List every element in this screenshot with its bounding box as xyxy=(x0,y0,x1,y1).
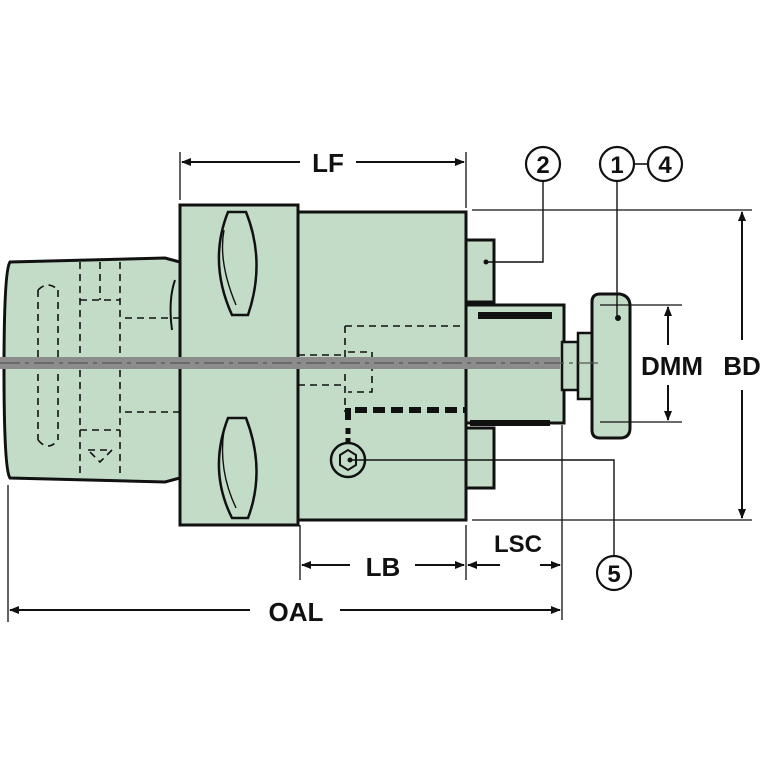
dimension-lines xyxy=(9,158,746,614)
extension-lines xyxy=(7,152,752,622)
bolt xyxy=(560,292,632,440)
dim-lsc-label: LSC xyxy=(494,531,542,558)
dim-dmm-label: DMM xyxy=(641,351,703,381)
dim-bd-label: BD xyxy=(723,351,761,381)
callout-5: 5 xyxy=(347,457,633,592)
callout-2-label: 2 xyxy=(536,152,549,179)
dim-lb-label: LB xyxy=(366,552,401,582)
callout-1-4: 1 4 xyxy=(598,145,684,316)
callout-4-label: 4 xyxy=(658,152,672,179)
callout-2: 2 xyxy=(483,145,562,265)
callout-1-label: 1 xyxy=(610,152,623,179)
dim-lf-label: LF xyxy=(312,148,344,178)
callout-5-label: 5 xyxy=(607,561,620,588)
dim-oal-label: OAL xyxy=(269,597,324,627)
